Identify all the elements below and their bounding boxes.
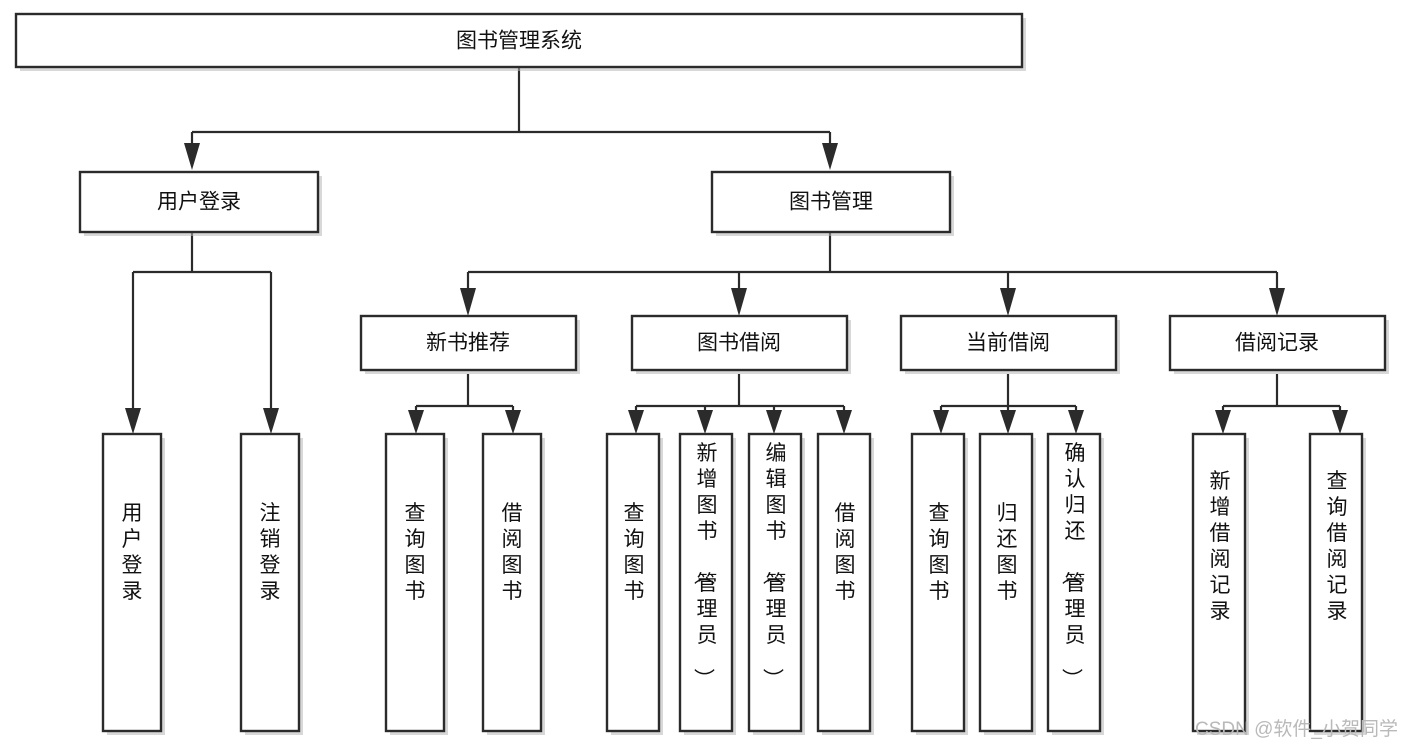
node-leaf-logout[interactable]: 注销登录: [239, 432, 303, 735]
arrow-head-book-borrow: [731, 288, 747, 316]
arrow-head-leaf-query-record: [1332, 410, 1348, 434]
node-user-login-box[interactable]: [78, 170, 320, 234]
node-new-book-rec-box[interactable]: [359, 314, 578, 372]
csdn-watermark: CSDN @软件_小贺同学: [1195, 718, 1398, 740]
arrow-head-book-manage: [822, 143, 838, 170]
node-leaf-borrow-book-2-label: 借阅图书: [835, 502, 856, 603]
node-leaf-add-book[interactable]: 新增图书（管理员）: [678, 432, 736, 735]
node-leaf-query-record[interactable]: 查询借阅记录: [1308, 432, 1366, 735]
arrow-head-leaf-query-book-2: [628, 410, 644, 434]
node-leaf-add-record-label: 新增借阅记录: [1210, 470, 1231, 623]
node-leaf-query-book-3-box[interactable]: [910, 432, 966, 733]
node-leaf-add-book-label: 新增图书（管理员）: [692, 442, 718, 689]
node-leaf-query-record-box[interactable]: [1308, 432, 1364, 733]
arrow-head-leaf-borrow-book-2: [836, 410, 852, 434]
node-leaf-return-book-box[interactable]: [978, 432, 1034, 733]
node-leaf-query-book-2-label: 查询图书: [624, 502, 645, 603]
node-leaf-user-login-label: 用户登录: [122, 502, 143, 603]
edge-layer: [125, 67, 1348, 434]
arrow-head-leaf-return-book: [1000, 410, 1016, 434]
arrow-head-leaf-edit-book: [766, 410, 782, 434]
node-leaf-query-book-1-box[interactable]: [384, 432, 446, 733]
node-leaf-confirm-return[interactable]: 确认归还（管理员）: [1046, 432, 1104, 735]
node-borrow-record-label: 借阅记录: [1235, 332, 1319, 355]
node-leaf-edit-book[interactable]: 编辑图书（管理员）: [747, 432, 805, 735]
node-leaf-borrow-book-2-box[interactable]: [816, 432, 872, 733]
node-borrow-record[interactable]: 借阅记录: [1168, 314, 1389, 374]
node-leaf-borrow-book-1-label: 借阅图书: [502, 502, 523, 603]
node-leaf-query-book-3-label: 查询图书: [929, 502, 950, 603]
node-user-login-label: 用户登录: [157, 191, 241, 214]
node-leaf-query-book-1-label: 查询图书: [405, 502, 426, 603]
node-root-box[interactable]: [14, 12, 1024, 69]
node-book-manage[interactable]: 图书管理: [710, 170, 954, 236]
arrow-head-leaf-add-book: [697, 410, 713, 434]
node-new-book-rec-label: 新书推荐: [426, 332, 510, 355]
arrow-head-leaf-confirm-return: [1068, 410, 1084, 434]
node-leaf-confirm-return-label: 确认归还（管理员）: [1060, 442, 1086, 689]
arrow-head-leaf-query-book-1: [408, 410, 424, 434]
node-leaf-add-book-box[interactable]: [678, 432, 734, 733]
node-book-borrow[interactable]: 图书借阅: [630, 314, 851, 374]
node-leaf-query-book-2[interactable]: 查询图书: [605, 432, 663, 735]
node-leaf-logout-box[interactable]: [239, 432, 301, 733]
node-book-borrow-label: 图书借阅: [697, 332, 781, 355]
node-leaf-edit-book-label: 编辑图书（管理员）: [761, 442, 787, 689]
arrow-head-leaf-add-record: [1215, 410, 1231, 434]
arrow-head-leaf-user-login: [125, 408, 141, 434]
node-leaf-query-book-2-box[interactable]: [605, 432, 661, 733]
node-new-book-rec[interactable]: 新书推荐: [359, 314, 580, 374]
node-leaf-return-book[interactable]: 归还图书: [978, 432, 1036, 735]
node-leaf-user-login-box[interactable]: [101, 432, 163, 733]
node-current-borrow-label: 当前借阅: [966, 332, 1050, 355]
node-root[interactable]: 图书管理系统: [14, 12, 1026, 71]
node-leaf-return-book-label: 归还图书: [997, 502, 1018, 603]
node-leaf-logout-label: 注销登录: [260, 502, 281, 603]
node-current-borrow-box[interactable]: [899, 314, 1118, 372]
arrow-head-leaf-logout: [263, 408, 279, 434]
node-leaf-query-record-label: 查询借阅记录: [1327, 470, 1348, 623]
node-user-login[interactable]: 用户登录: [78, 170, 322, 236]
arrow-head-user-login: [184, 143, 200, 170]
node-leaf-query-book-3[interactable]: 查询图书: [910, 432, 968, 735]
node-leaf-borrow-book-2[interactable]: 借阅图书: [816, 432, 874, 735]
arrow-head-current-borrow: [1000, 288, 1016, 316]
node-leaf-add-record-box[interactable]: [1191, 432, 1247, 733]
arrow-head-borrow-record: [1269, 288, 1285, 316]
node-book-manage-box[interactable]: [710, 170, 952, 234]
node-book-manage-label: 图书管理: [789, 191, 873, 214]
arrow-head-leaf-borrow-book-1: [505, 410, 521, 434]
arrow-head-new-book-rec: [460, 288, 476, 316]
node-current-borrow[interactable]: 当前借阅: [899, 314, 1120, 374]
node-book-borrow-box[interactable]: [630, 314, 849, 372]
node-leaf-borrow-book-1[interactable]: 借阅图书: [481, 432, 545, 735]
node-leaf-add-record[interactable]: 新增借阅记录: [1191, 432, 1249, 735]
node-leaf-user-login[interactable]: 用户登录: [101, 432, 165, 735]
node-leaf-query-book-1[interactable]: 查询图书: [384, 432, 448, 735]
node-leaf-confirm-return-box[interactable]: [1046, 432, 1102, 733]
arrow-head-leaf-query-book-3: [933, 410, 949, 434]
node-root-label: 图书管理系统: [456, 30, 582, 53]
node-borrow-record-box[interactable]: [1168, 314, 1387, 372]
node-leaf-borrow-book-1-box[interactable]: [481, 432, 543, 733]
node-leaf-edit-book-box[interactable]: [747, 432, 803, 733]
